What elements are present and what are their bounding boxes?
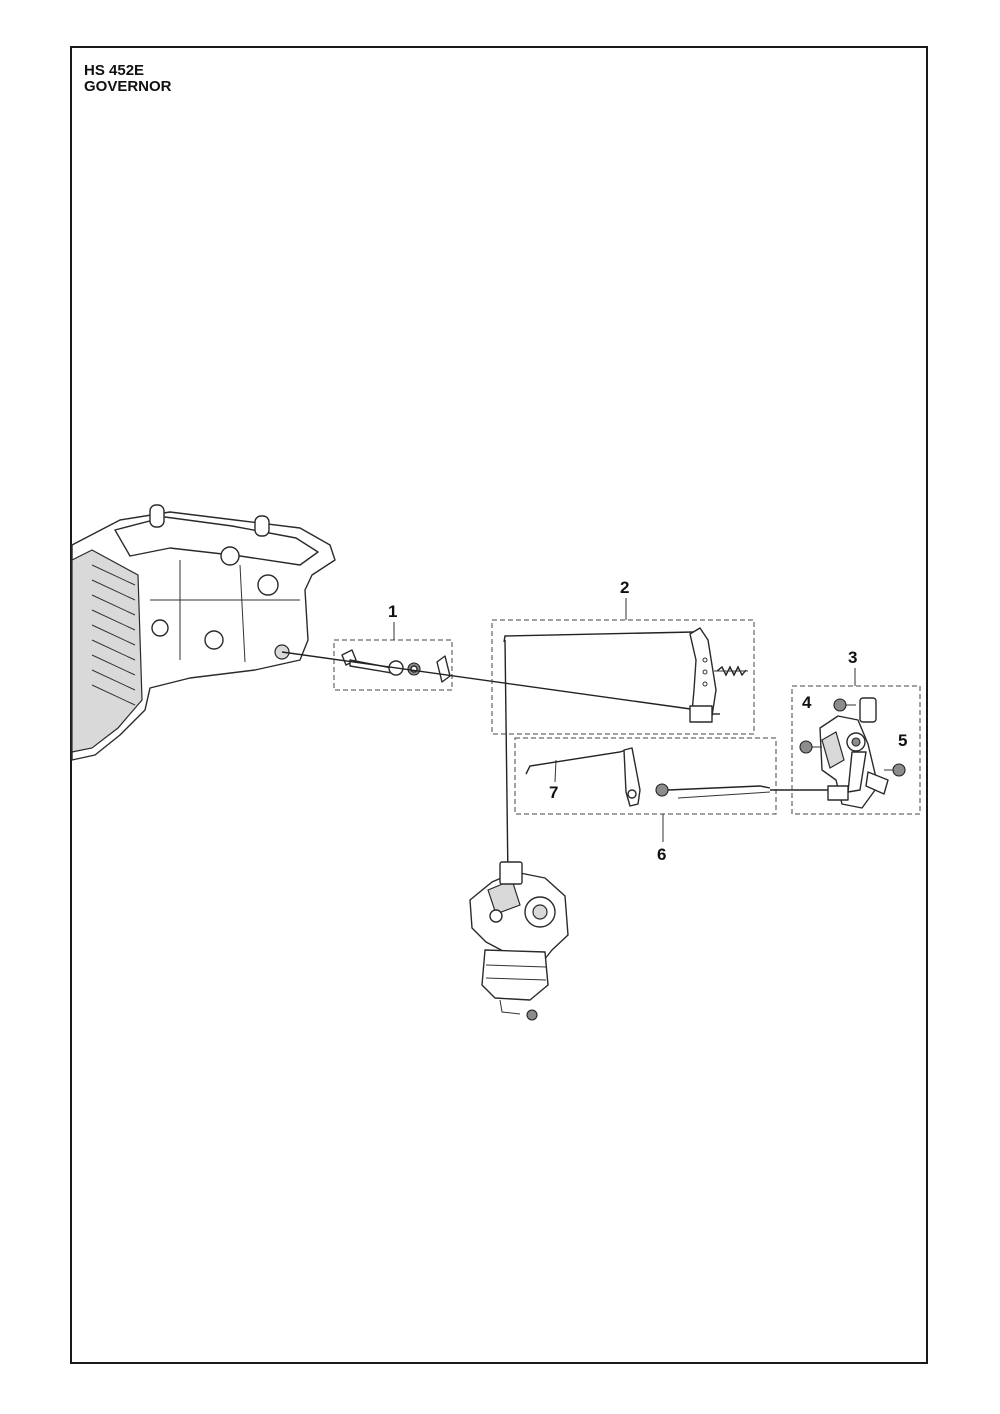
bolt-5 [884, 763, 906, 777]
callout-2: 2 [620, 578, 629, 597]
throttle-linkage [525, 747, 771, 807]
governor-link-wire [281, 651, 713, 713]
bolt-4 [833, 698, 856, 712]
section-title: GOVERNOR [84, 78, 172, 95]
callout-4: 4 [802, 693, 812, 712]
page-frame [70, 46, 928, 1364]
governor-spring [714, 665, 748, 677]
model-title: HS 452E [84, 62, 145, 79]
governor-shaft [341, 649, 451, 683]
callout-7: 7 [549, 783, 558, 802]
throttle-rod-wire [504, 639, 509, 881]
callout-5: 5 [898, 731, 907, 750]
leader-7 [554, 759, 557, 783]
callout-3: 3 [848, 648, 857, 667]
bolt-aux [799, 740, 822, 754]
group-box-3 [791, 685, 921, 815]
engine-block [71, 504, 336, 761]
callout-6: 6 [657, 845, 666, 864]
group-box-1 [333, 639, 453, 691]
governor-arm [503, 627, 720, 723]
control-bracket [819, 697, 889, 809]
group-box-6 [514, 737, 777, 815]
group-box-2 [491, 619, 755, 735]
callout-1: 1 [388, 602, 397, 621]
carburetor [469, 861, 569, 1021]
